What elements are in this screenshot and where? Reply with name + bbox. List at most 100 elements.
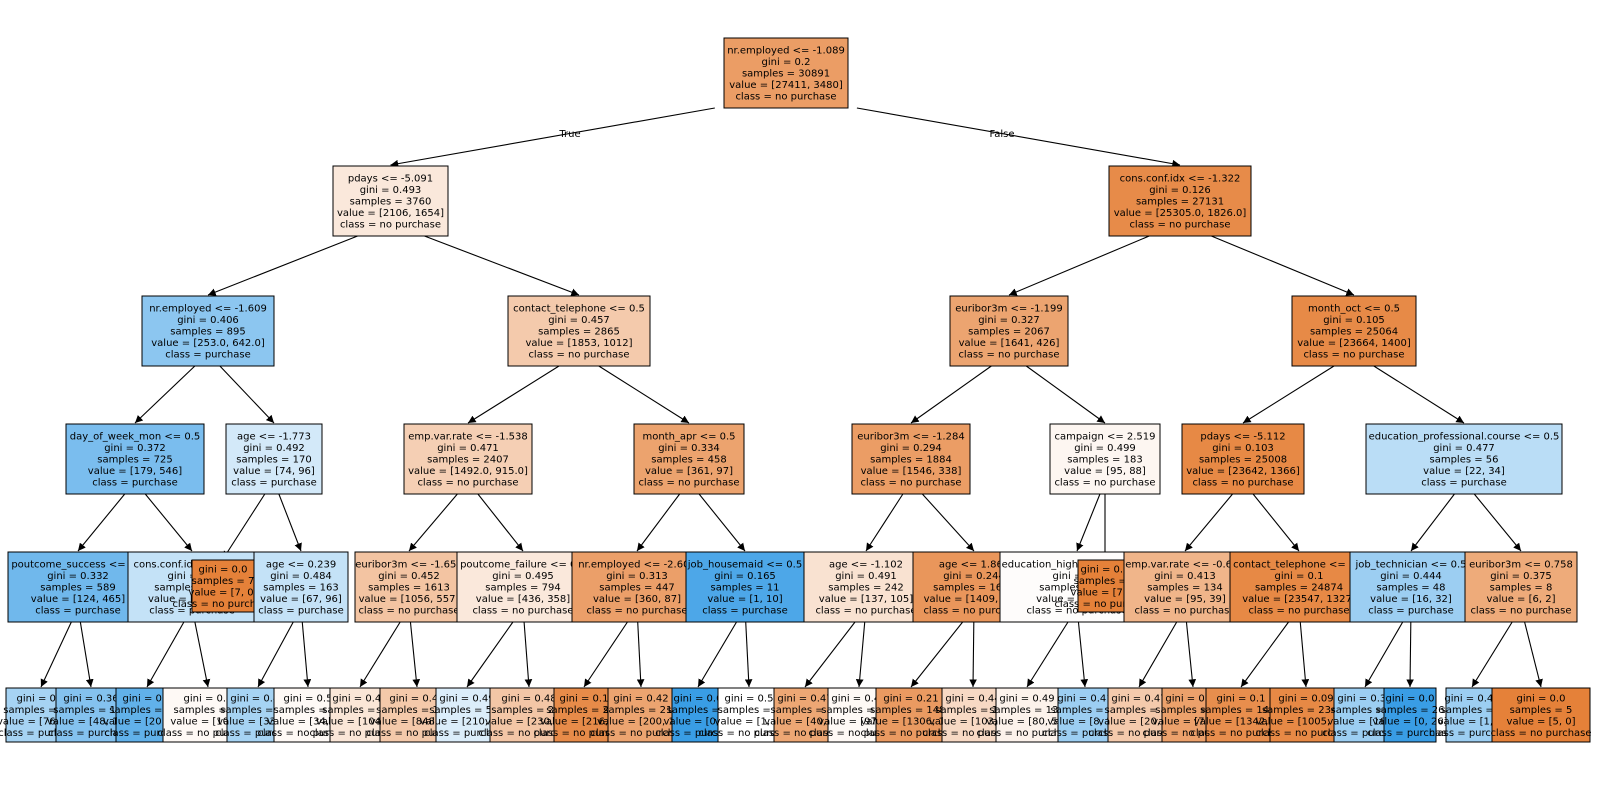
node-text-line: age <= -1.102 — [829, 560, 903, 571]
node-box — [1181, 423, 1305, 495]
node-text-line: age <= 1.867 — [939, 560, 1009, 571]
node-text-line: value = [1853, 1012] — [525, 338, 632, 349]
node-text-line: value = [48, 129] — [47, 716, 135, 727]
node-box — [354, 551, 464, 623]
node-text-line: gini = 0.49 — [439, 693, 494, 704]
node-box — [685, 551, 805, 623]
node-text-line: euribor3m <= -1.659 — [355, 560, 462, 571]
tree-edge — [194, 621, 211, 688]
node-text-line: samples = 26 — [1375, 705, 1444, 716]
node-text-line: class = no purchase — [157, 728, 258, 739]
node-text-line: gini = 0.0 — [1517, 693, 1566, 704]
node-text-line: samples = 155 — [935, 705, 1010, 716]
node-text-line: gini = 0.334 — [658, 443, 720, 454]
node-text-line: class = no purchase — [366, 728, 467, 739]
node-text-line: value = [20, 10] — [1098, 716, 1180, 727]
node-text-line: value = [436, 358] — [476, 594, 570, 605]
node-text-line: gini = 0.1 — [1275, 571, 1324, 582]
node-box — [1445, 687, 1499, 743]
node-text-line: samples = 42 — [1050, 705, 1119, 716]
node-text-line: class = no purchase — [257, 728, 358, 739]
node-text-line: value = [230, 64] — [485, 716, 573, 727]
tree-edge — [424, 235, 580, 296]
node-box — [717, 687, 781, 743]
node-text-line: gini = 0.406 — [177, 315, 239, 326]
node-box — [253, 551, 349, 623]
tree-edge — [636, 493, 681, 552]
node-box — [1205, 687, 1277, 743]
node-text-line: gini = 0.495 — [492, 571, 554, 582]
tree-edge — [1373, 365, 1465, 424]
node-text-line: class = no purchase — [590, 728, 691, 739]
node-text-line: samples = 1642 — [933, 583, 1015, 594]
node-text-line: class = purchase — [92, 478, 177, 489]
node-text-line: value = [137, 105] — [819, 594, 913, 605]
node-text-line: gini = 0.372 — [104, 443, 166, 454]
node-text-line: gini = 0.2 — [762, 57, 811, 68]
node-text-line: class = no purchase — [1054, 599, 1155, 610]
node-text-line: class = no purchase — [1490, 728, 1591, 739]
node-text-line: samples = 56 — [1429, 455, 1498, 466]
tree-edge — [278, 493, 302, 552]
node-box — [941, 687, 1005, 743]
tree-edge — [134, 365, 196, 424]
node-text-line: gini = 0.36 — [63, 693, 118, 704]
node-text-line: class = no purchase — [1088, 728, 1189, 739]
node-text-line: value = [6, 2] — [1487, 594, 1556, 605]
node-text-line: class = no purchase — [923, 606, 1024, 617]
tree-edge — [969, 621, 977, 688]
node-text-line: euribor3m <= -1.199 — [955, 304, 1062, 315]
node-text-line: class = purchase — [1042, 728, 1127, 739]
node-text-line: samples = 1613 — [368, 583, 450, 594]
node-text-line: value = [40, 11] — [764, 716, 846, 727]
node-text-line: value = [1, 1] — [715, 716, 784, 727]
node-text-line: class = no purchase — [735, 92, 836, 103]
node-text-line: nr.employed <= -2.607 — [578, 560, 696, 571]
node-text-line: value = [76, 336] — [0, 716, 85, 727]
node-text-line: gini = 0.294 — [880, 443, 942, 454]
tree-edge — [40, 621, 72, 688]
node-text-line: class = purchase — [48, 728, 133, 739]
node-text-line: class = purchase — [1421, 478, 1506, 489]
node-box — [949, 295, 1069, 367]
node-text-line: day_of_week_mon <= 0.5 — [70, 432, 201, 443]
node-text-line: value = [34, 29] — [267, 716, 349, 727]
node-text-line: class = purchase — [702, 606, 787, 617]
node-text-line: samples = 2865 — [538, 327, 620, 338]
tree-edge — [146, 621, 185, 688]
node-text-line: class = no purchase — [528, 350, 629, 361]
node-text-line: gini = 0.45 — [1444, 693, 1499, 704]
node-box — [1077, 559, 1133, 613]
node-text-line: value = [1306, 181] — [861, 716, 962, 727]
node-text-line: gini = 0.105 — [1323, 315, 1385, 326]
node-text-line: gini = 0.165 — [714, 571, 776, 582]
node-text-line: gini = 0.457 — [548, 315, 610, 326]
node-text-line: samples = 2407 — [427, 455, 509, 466]
node-text-line: gini = 0.103 — [1212, 443, 1274, 454]
node-text-line: class = purchase — [165, 350, 250, 361]
node-text-line: gini = 0.0 — [674, 693, 723, 704]
tree-edge — [1240, 621, 1290, 688]
node-text-line: value = [10, 6] — [170, 716, 245, 727]
node-text-line: samples = 104 — [1155, 705, 1230, 716]
tree-edge — [466, 621, 514, 688]
node-text-line: samples = 1487 — [870, 705, 952, 716]
node-text-line: samples = 177 — [53, 705, 128, 716]
node-text-line: value = [7, 0] — [1071, 587, 1140, 598]
node-text-line: samples = 1884 — [870, 455, 952, 466]
node-text-line: value = [361, 97] — [645, 466, 733, 477]
node-text-line: gini = 0.45 — [332, 693, 387, 704]
